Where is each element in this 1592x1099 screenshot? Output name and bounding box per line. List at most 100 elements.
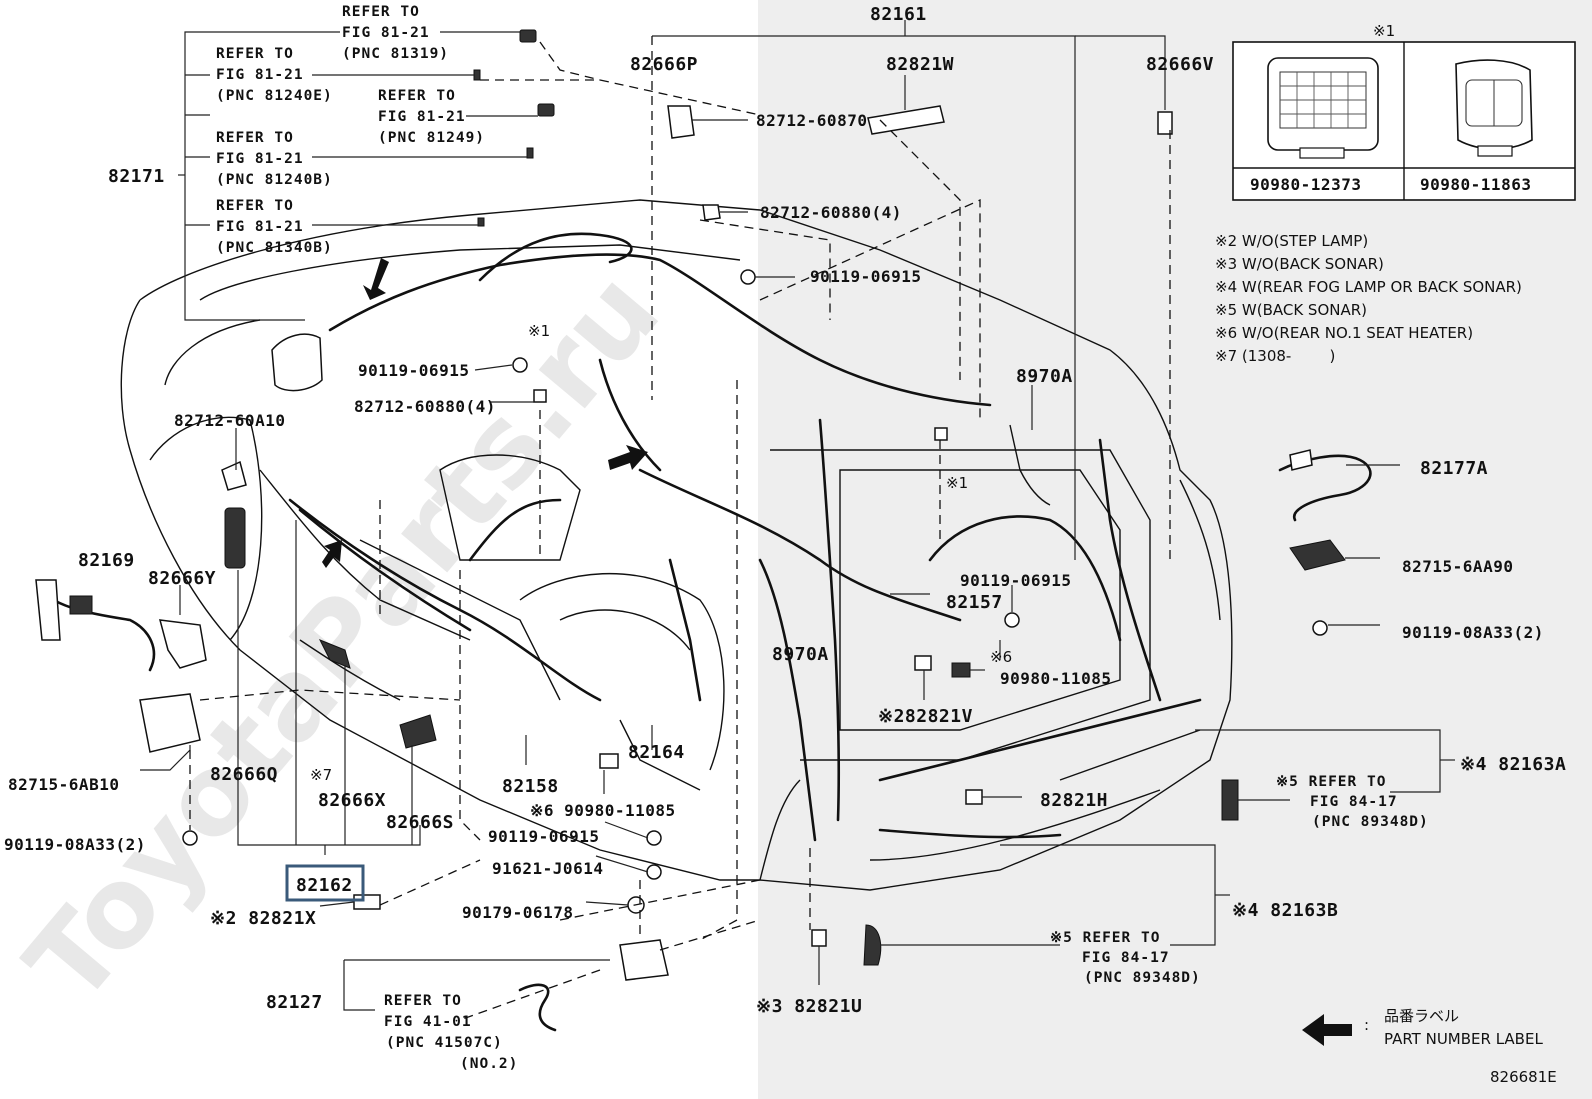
label-82715-6ab10: 82715-6AB10 bbox=[8, 775, 119, 794]
side-mirror bbox=[271, 333, 323, 392]
label-82821u: ※3 82821U bbox=[756, 996, 862, 1017]
box-mark: ※1 bbox=[1373, 22, 1395, 40]
ref-89348d-a-line2: FIG 84-17 bbox=[1310, 794, 1398, 810]
bracket-82715-6aa90 bbox=[1289, 539, 1346, 571]
sensor-body-82169 bbox=[69, 595, 93, 615]
legend-arrow-icon bbox=[1302, 1014, 1352, 1046]
label-82666v: 82666V bbox=[1146, 54, 1214, 75]
ref-81240e-line1: REFER TO bbox=[216, 46, 294, 62]
label-82821h: 82821H bbox=[1040, 790, 1108, 811]
ref-81240b-line1: REFER TO bbox=[216, 130, 294, 146]
connector-82666q bbox=[224, 507, 246, 569]
clip-81340b bbox=[477, 217, 485, 227]
label-82171: 82171 bbox=[108, 166, 165, 187]
clamp-82666x bbox=[318, 639, 351, 669]
connector-82163b bbox=[863, 924, 882, 966]
ref-81249-line1: REFER TO bbox=[378, 88, 456, 104]
ref-81340b-line3: (PNC 81340B) bbox=[216, 240, 333, 256]
label-82712-60870: 82712-60870 bbox=[756, 111, 867, 130]
ref-81240b-line2: FIG 81-21 bbox=[216, 151, 304, 167]
label-8970a-a: 8970A bbox=[1016, 366, 1073, 387]
label-82127: 82127 bbox=[266, 992, 323, 1013]
label-82164: 82164 bbox=[628, 742, 685, 763]
label-82666q: 82666Q bbox=[210, 764, 278, 785]
connector-82177a bbox=[1289, 449, 1313, 471]
connector-82821v bbox=[914, 655, 932, 671]
clamp-82666v bbox=[1157, 111, 1173, 135]
label-mark-1b: ※1 bbox=[946, 474, 968, 492]
ref-41507c-line2: FIG 41-01 bbox=[384, 1014, 472, 1030]
clip-81319 bbox=[519, 29, 537, 43]
label-82712-60880-b: 82712-60880(4) bbox=[354, 397, 496, 416]
watermark: ToyotaParts.ru bbox=[2, 248, 684, 1026]
label-82821x: ※2 82821X bbox=[210, 908, 316, 929]
clip-81240b bbox=[526, 147, 534, 159]
label-90119-06915-d: 90119-06915 bbox=[488, 827, 599, 846]
sensor-82169 bbox=[35, 579, 61, 641]
wire-harness bbox=[38, 232, 1372, 1032]
part-number-arrows bbox=[322, 258, 648, 568]
label-mark-7: ※7 bbox=[310, 766, 332, 784]
ref-41507c-line1: REFER TO bbox=[384, 993, 462, 1009]
label-82163a: ※4 82163A bbox=[1460, 754, 1566, 775]
arrow-icon bbox=[608, 445, 648, 470]
label-mark-6a: ※6 bbox=[990, 648, 1012, 666]
part-labels: 82161 82821W 82666V 82666P 82171 82712-6… bbox=[4, 4, 1566, 1017]
clamp-82666s bbox=[399, 714, 437, 749]
label-82158: 82158 bbox=[502, 776, 559, 797]
bolt-90119-b bbox=[512, 357, 528, 373]
ref-81340b-line2: FIG 81-21 bbox=[216, 219, 304, 235]
figure-id: 826681E bbox=[1490, 1068, 1557, 1086]
reference-blocks: REFER TO FIG 81-21 (PNC 81319) REFER TO … bbox=[216, 4, 1429, 1072]
ref-89348d-b-line1: ※5 REFER TO bbox=[1050, 930, 1160, 946]
ref-41507c-line4: (NO.2) bbox=[460, 1056, 518, 1072]
label-82666y: 82666Y bbox=[148, 568, 216, 589]
label-82162: 82162 bbox=[296, 875, 353, 896]
label-90119-06915-a: 90119-06915 bbox=[810, 267, 921, 286]
note-6: ※6 W/O(REAR NO.1 SEAT HEATER) bbox=[1215, 324, 1473, 342]
label-90119-06915-b: 90119-06915 bbox=[358, 361, 469, 380]
clamp-82712-60a10 bbox=[221, 460, 247, 491]
bolt-91621 bbox=[646, 864, 662, 880]
note-4: ※4 W(REAR FOG LAMP OR BACK SONAR) bbox=[1215, 278, 1522, 296]
label-91621-j0614: 91621-J0614 bbox=[492, 859, 603, 878]
label-90980-11085-b: ※6 90980-11085 bbox=[530, 801, 676, 820]
ref-81240e-line2: FIG 81-21 bbox=[216, 67, 304, 83]
vehicle-body-outline bbox=[120, 199, 1233, 891]
bolt-90119-08a33-a bbox=[182, 830, 198, 846]
notes-list: ※2 W/O(STEP LAMP) ※3 W/O(BACK SONAR) ※4 … bbox=[1215, 232, 1522, 365]
legend-en: PART NUMBER LABEL bbox=[1384, 1030, 1543, 1048]
clip-81249 bbox=[537, 103, 555, 117]
clip-m1a bbox=[533, 389, 547, 403]
connector-90980-11085-a bbox=[951, 662, 971, 678]
note-7: ※7 (1308- ) bbox=[1215, 347, 1335, 365]
ref-89348d-a-line1: ※5 REFER TO bbox=[1276, 774, 1386, 790]
connector-90980-11085-b bbox=[599, 753, 619, 769]
bracket-82127 bbox=[619, 939, 669, 981]
label-82666x: 82666X bbox=[318, 790, 386, 811]
ref-81240e-line3: (PNC 81240E) bbox=[216, 88, 333, 104]
legend-jp: 品番ラベル bbox=[1384, 1007, 1459, 1025]
leader-lines bbox=[140, 20, 1455, 1021]
ref-81249-line3: (PNC 81249) bbox=[378, 130, 485, 146]
ref-81240b-line3: (PNC 81240B) bbox=[216, 172, 333, 188]
note-5: ※5 W(BACK SONAR) bbox=[1215, 301, 1367, 319]
label-8970a-b: 8970A bbox=[772, 644, 829, 665]
label-90179-06178: 90179-06178 bbox=[462, 903, 573, 922]
connector-82821x bbox=[353, 894, 381, 910]
label-82177a: 82177A bbox=[1420, 458, 1488, 479]
note-2: ※2 W/O(STEP LAMP) bbox=[1215, 232, 1368, 250]
label-82712-60880-a: 82712-60880(4) bbox=[760, 203, 902, 222]
ref-81319-line2: FIG 81-21 bbox=[342, 25, 430, 41]
label-mark-1a: ※1 bbox=[528, 322, 550, 340]
bolt-90119-06915-d bbox=[646, 830, 662, 846]
clip-m1b bbox=[934, 427, 948, 441]
highlight-box-82162 bbox=[285, 864, 365, 902]
ref-41507c-line3: (PNC 41507C) bbox=[386, 1035, 503, 1051]
bracket-82715-6ab10 bbox=[139, 693, 201, 753]
label-82712-60a10: 82712-60A10 bbox=[174, 411, 285, 430]
box-part-left: 90980-12373 bbox=[1250, 175, 1361, 194]
ref-89348d-a-line3: (PNC 89348D) bbox=[1312, 814, 1429, 830]
